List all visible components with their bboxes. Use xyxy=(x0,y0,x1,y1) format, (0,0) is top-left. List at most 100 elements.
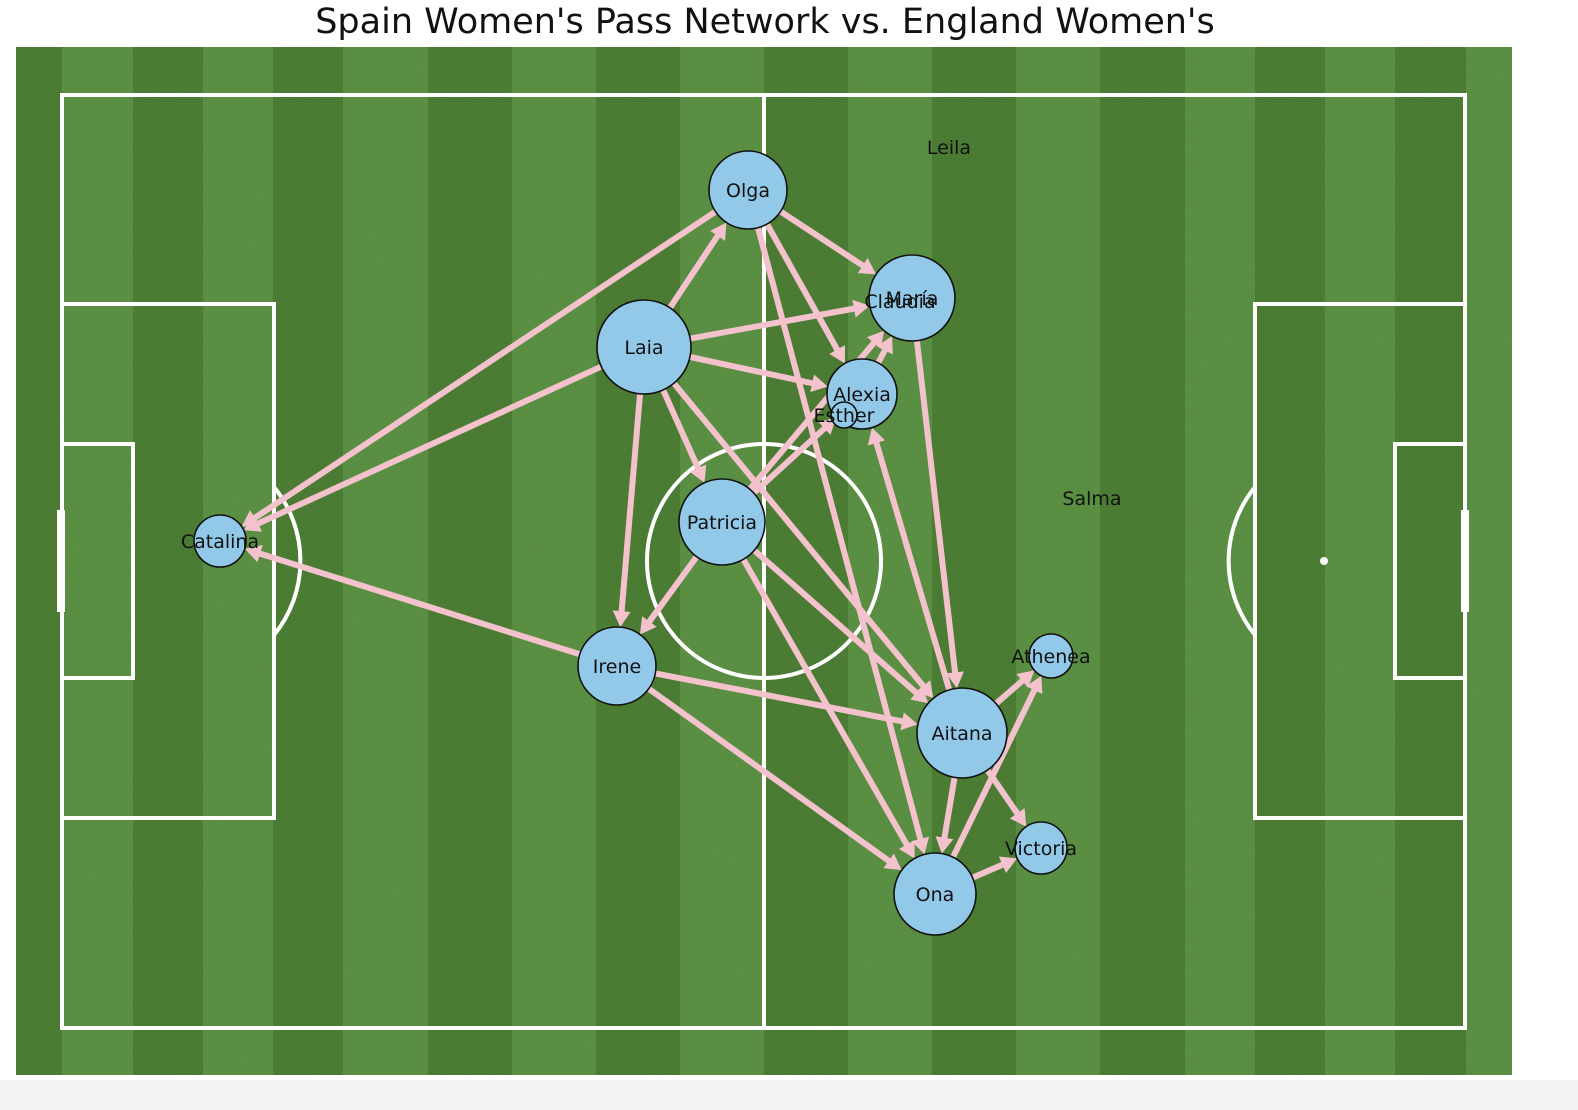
player-label: Alexia xyxy=(833,384,891,406)
right-penalty-arc xyxy=(1226,485,1257,637)
player-label: Athenea xyxy=(1011,646,1090,668)
player-node: Aitana xyxy=(916,687,1008,779)
pass-edge xyxy=(993,670,1035,707)
player-node: Laia xyxy=(596,299,692,395)
pass-line xyxy=(993,677,1026,707)
pass-arrowhead xyxy=(911,836,930,855)
center-circle xyxy=(645,442,883,680)
pass-line xyxy=(751,547,920,696)
pass-line xyxy=(255,363,605,527)
pass-edge xyxy=(777,208,877,275)
pass-edge xyxy=(670,380,934,699)
player-node: Claudia xyxy=(864,291,935,313)
pass-arrowhead xyxy=(916,680,934,699)
pass-edge xyxy=(652,670,918,731)
pass-line xyxy=(686,353,816,387)
pass-arrowhead xyxy=(867,427,886,446)
pass-arrowhead xyxy=(639,616,657,635)
player-circle xyxy=(893,852,977,936)
player-node: Irene xyxy=(577,626,657,706)
pass-edge xyxy=(645,685,902,871)
bottom-scroll-strip xyxy=(0,1080,1578,1110)
grass-stripe xyxy=(16,47,62,1075)
player-label: Victoria xyxy=(1005,838,1077,860)
pass-arrowhead xyxy=(1016,670,1035,688)
player-circle xyxy=(1028,633,1074,679)
player-node: Ona xyxy=(893,852,977,936)
pass-arrowhead xyxy=(710,222,727,241)
pass-arrowhead xyxy=(876,336,893,355)
player-node: Athenea xyxy=(1011,633,1091,679)
player-circle xyxy=(868,254,956,342)
right-penalty-spot xyxy=(1320,557,1328,565)
pass-arrowhead xyxy=(898,840,915,859)
pass-arrowhead xyxy=(935,836,954,854)
player-label: Irene xyxy=(593,656,641,678)
pass-edge xyxy=(243,363,605,532)
player-label: Ona xyxy=(916,884,955,906)
pass-arrowhead xyxy=(1009,808,1027,827)
pass-line xyxy=(740,556,910,848)
player-circle xyxy=(1014,821,1068,875)
pass-line xyxy=(646,553,700,625)
pass-line xyxy=(949,687,1038,861)
pass-edge xyxy=(755,224,930,855)
grass-stripe xyxy=(1185,47,1255,1075)
player-label: Esther xyxy=(814,405,875,427)
player-node: María xyxy=(868,254,956,342)
left-goal xyxy=(57,510,65,612)
pass-edge xyxy=(969,856,1018,881)
player-label: Aitana xyxy=(931,723,992,745)
player-node: Catalina xyxy=(181,514,259,568)
pass-line xyxy=(913,337,959,676)
pass-arrowhead xyxy=(829,345,845,364)
pass-line xyxy=(873,439,953,693)
player-circle xyxy=(596,299,692,395)
player-node: Olga xyxy=(708,150,788,230)
grass-stripe xyxy=(133,47,203,1075)
player-node: Leila xyxy=(927,137,971,159)
player-node: Patricia xyxy=(678,478,766,566)
player-circle xyxy=(830,401,858,429)
pass-line xyxy=(941,774,958,841)
grass-stripe xyxy=(596,47,680,1075)
grass-stripe xyxy=(1100,47,1185,1075)
player-node: Salma xyxy=(1062,488,1121,510)
player-node: Esther xyxy=(814,401,875,429)
pass-arrowhead xyxy=(900,712,918,731)
pass-line xyxy=(257,550,583,658)
pass-edge xyxy=(612,390,644,628)
pass-arrowhead xyxy=(818,417,837,436)
pass-arrowhead xyxy=(244,545,263,563)
pass-line xyxy=(755,224,924,842)
pass-arrowhead xyxy=(810,374,828,393)
player-node: Victoria xyxy=(1005,821,1077,875)
pass-arrowhead xyxy=(852,299,870,318)
player-label: Olga xyxy=(726,180,770,202)
pass-edge xyxy=(867,427,953,693)
pass-edge xyxy=(740,556,915,859)
pass-line xyxy=(666,232,721,311)
pass-line xyxy=(660,386,701,472)
pass-line xyxy=(687,305,857,342)
player-label: Catalina xyxy=(181,531,259,553)
pass-arrowhead xyxy=(946,671,964,689)
left-penalty-arc xyxy=(272,485,303,637)
pass-arrowhead xyxy=(883,853,902,871)
player-label: Laia xyxy=(624,337,663,359)
pass-edge xyxy=(875,336,893,366)
player-circle xyxy=(678,478,766,566)
right-goal xyxy=(1461,510,1469,612)
pass-line xyxy=(969,861,1006,881)
pass-arrowhead xyxy=(243,515,262,532)
pass-arrowhead xyxy=(689,464,707,483)
pass-edge xyxy=(750,417,837,496)
grass-stripe xyxy=(1466,47,1512,1075)
player-nodes: OlgaMaríaClaudiaLaiaAlexiaEstherPatricia… xyxy=(181,137,1122,936)
grass-stripe xyxy=(512,47,596,1075)
grass-stripe xyxy=(1325,47,1395,1075)
chart-title: Spain Women's Pass Network vs. England W… xyxy=(315,2,1215,42)
player-label: Leila xyxy=(927,137,971,159)
grass-stripe xyxy=(343,47,428,1075)
grass-stripe xyxy=(764,47,848,1075)
